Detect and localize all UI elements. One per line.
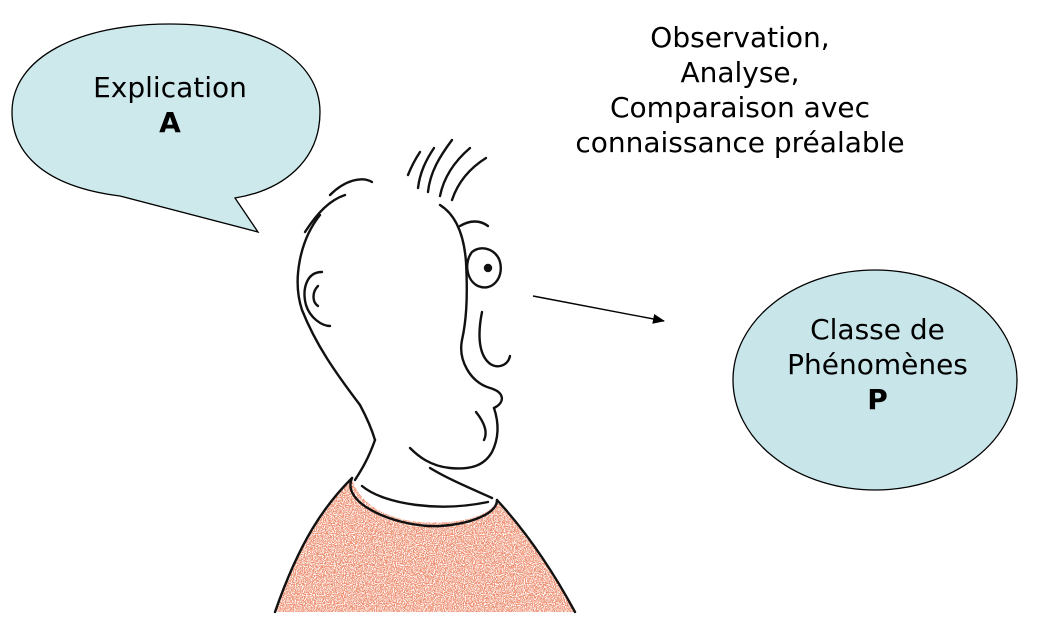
collar <box>349 476 499 528</box>
bubble-title: Explication <box>93 71 247 104</box>
speech-bubble <box>11 23 321 234</box>
process-line-comparaison: Comparaison avec <box>609 91 871 124</box>
eye <box>466 247 502 289</box>
process-line-analyse: Analyse, <box>680 56 800 89</box>
bubble-text: Explication A <box>20 70 320 140</box>
nose <box>478 310 512 368</box>
head-outline <box>296 213 377 442</box>
observation-arrow <box>532 295 665 324</box>
phenomena-ellipse <box>732 269 1018 491</box>
process-line-observation: Observation, <box>650 21 830 54</box>
process-text: Observation, Analyse, Comparaison avec c… <box>520 20 960 160</box>
face-profile <box>438 203 503 410</box>
thinking-person-figure <box>273 138 577 614</box>
sweater <box>275 478 575 612</box>
bubble-label-a: A <box>159 106 181 139</box>
hair <box>406 150 422 177</box>
ear <box>303 270 332 328</box>
phenomena-line-classe: Classe de <box>810 313 945 346</box>
process-line-connaissance: connaissance préalable <box>575 126 905 159</box>
phenomena-text: Classe de Phénomènes P <box>745 312 1010 417</box>
phenomena-line-phenomenes: Phénomènes <box>787 348 968 381</box>
mouth <box>474 410 487 442</box>
phenomena-label-p: P <box>867 383 888 416</box>
